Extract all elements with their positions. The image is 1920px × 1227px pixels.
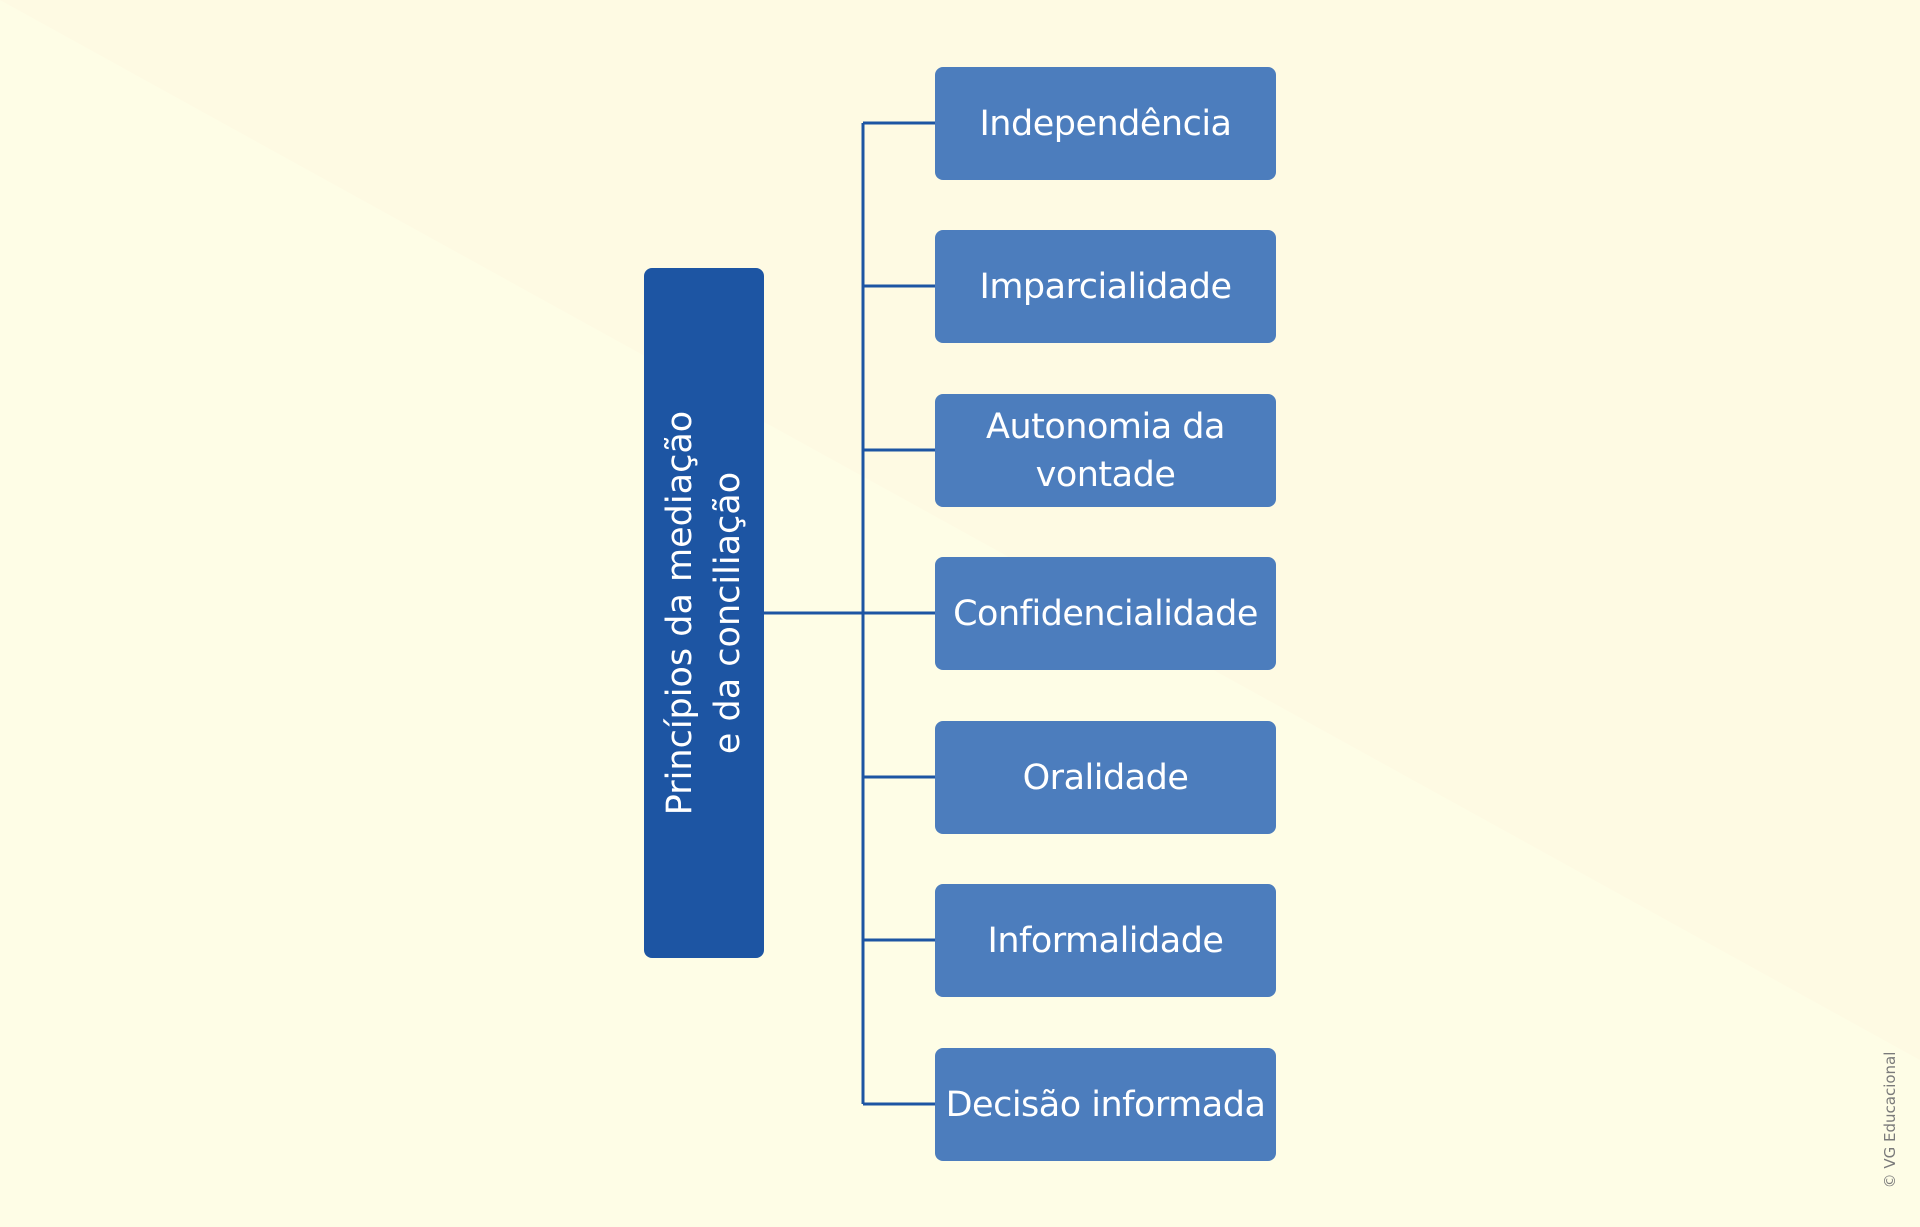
principle-node-informalidade: Informalidade: [935, 884, 1276, 997]
principle-label: Informalidade: [987, 920, 1224, 961]
root-node-label: Princípios da mediação e da conciliação: [660, 410, 748, 816]
principle-label: Autonomia da vontade: [986, 406, 1225, 495]
principle-label: Independência: [979, 103, 1232, 144]
root-node: Princípios da mediação e da conciliação: [644, 268, 764, 958]
principle-node-imparcialidade: Imparcialidade: [935, 230, 1276, 343]
copyright-credit: © VG Educacional: [1881, 1051, 1899, 1189]
principle-label: Decisão informada: [945, 1084, 1266, 1125]
diagonal-band: [0, 0, 1920, 1060]
principle-node-independencia: Independência: [935, 67, 1276, 180]
principle-label: Imparcialidade: [979, 266, 1232, 307]
principle-node-confidencialidade: Confidencialidade: [935, 557, 1276, 670]
principle-node-autonomia-da-vontade: Autonomia da vontade: [935, 394, 1276, 507]
principle-node-oralidade: Oralidade: [935, 721, 1276, 834]
principle-node-decisao-informada: Decisão informada: [935, 1048, 1276, 1161]
principle-label: Confidencialidade: [953, 593, 1258, 634]
principle-label: Oralidade: [1022, 757, 1189, 798]
